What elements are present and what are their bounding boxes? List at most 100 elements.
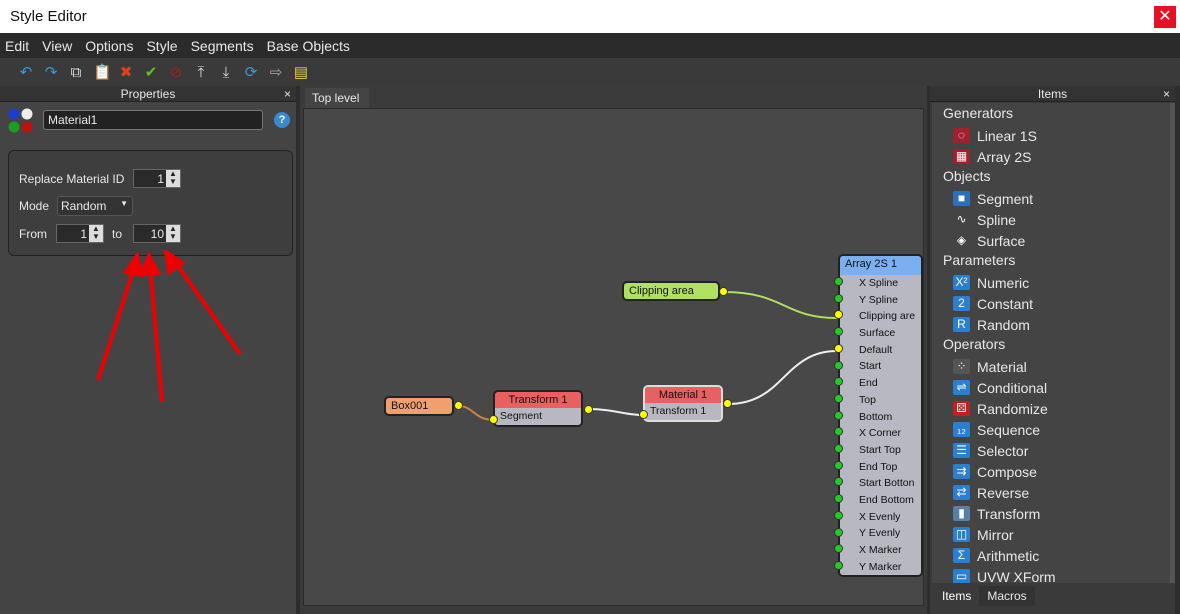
toolbar-button-4-icon[interactable]: ✖: [119, 64, 133, 81]
item-surface[interactable]: ◈Surface: [932, 229, 1170, 250]
input-label: Y Evenly: [859, 527, 901, 540]
input-port[interactable]: [834, 293, 843, 303]
toolbar-button-1-icon[interactable]: ↷: [44, 64, 58, 81]
menu-options[interactable]: Options: [85, 38, 134, 54]
toolbar-button-0-icon[interactable]: ↶: [19, 64, 33, 81]
menu-edit[interactable]: Edit: [5, 38, 30, 54]
menu-base-objects[interactable]: Base Objects: [266, 38, 350, 54]
spinner-arrows-icon[interactable]: ▲▼: [89, 225, 103, 242]
replace-material-id-value: 1: [157, 172, 164, 186]
category-parameters[interactable]: Parameters: [943, 252, 1016, 268]
help-icon[interactable]: ?: [274, 112, 290, 128]
spinner-arrows-icon[interactable]: ▲▼: [166, 225, 180, 242]
input-port[interactable]: [834, 460, 843, 470]
wire: [587, 408, 644, 416]
name-input[interactable]: Material1: [43, 110, 263, 130]
category-generators[interactable]: Generators: [943, 105, 1014, 121]
toolbar-button-7-icon[interactable]: ⤒: [197, 63, 205, 81]
node-input: Segment: [495, 408, 581, 425]
output-port[interactable]: [584, 405, 593, 414]
close-icon[interactable]: ×: [1162, 87, 1170, 101]
item-array-2s[interactable]: ▦Array 2S: [932, 145, 1170, 166]
toolbar-button-5-icon[interactable]: ✔: [144, 64, 158, 81]
input-port[interactable]: [834, 310, 843, 320]
tab-items[interactable]: Items: [934, 586, 980, 606]
numeric-icon: X²: [953, 275, 970, 290]
output-port[interactable]: [454, 401, 463, 410]
input-port[interactable]: [834, 377, 843, 387]
item-linear-1s[interactable]: ◌Linear 1S: [932, 124, 1170, 145]
menu-segments[interactable]: Segments: [190, 38, 254, 54]
input-port[interactable]: [834, 277, 843, 286]
input-port[interactable]: [834, 427, 843, 437]
category-operators[interactable]: Operators: [943, 336, 1006, 352]
toolbar-button-9-icon[interactable]: ⟳: [244, 64, 258, 81]
items-tree: Generators ◌Linear 1S▦Array 2S Objects ■Seg…: [932, 103, 1170, 583]
input-port[interactable]: [834, 343, 843, 353]
mirror-icon: ◫: [953, 527, 970, 542]
wire: [723, 291, 838, 319]
input-port[interactable]: [834, 327, 843, 337]
menu-style[interactable]: Style: [146, 38, 178, 54]
transform-icon: ▮: [953, 506, 970, 521]
category-objects[interactable]: Objects: [943, 168, 991, 184]
item-compose[interactable]: ⇉Compose: [932, 460, 1170, 481]
menu-view[interactable]: View: [42, 38, 73, 54]
item-selector[interactable]: ☰Selector: [932, 439, 1170, 460]
node-clipping-area[interactable]: Clipping area: [622, 281, 720, 301]
input-port[interactable]: [834, 510, 843, 520]
linear-icon: ◌: [953, 128, 970, 143]
input-port[interactable]: [834, 360, 843, 370]
node-box001[interactable]: Box001: [384, 396, 454, 416]
input-port[interactable]: [834, 410, 843, 420]
input-port[interactable]: [489, 415, 498, 424]
input-port[interactable]: [834, 527, 843, 537]
from-spinner[interactable]: 1▲▼: [56, 224, 104, 243]
input-port[interactable]: [639, 410, 648, 419]
replace-material-id-label: Replace Material ID: [19, 172, 125, 186]
input-port[interactable]: [834, 544, 843, 554]
scrollbar[interactable]: [1170, 103, 1175, 583]
toolbar-button-3-icon[interactable]: 📋: [93, 64, 112, 81]
item-reverse[interactable]: ⇄Reverse: [932, 481, 1170, 502]
item-transform[interactable]: ▮Transform: [932, 502, 1170, 523]
grid-icon: ▦: [953, 149, 970, 164]
input-port[interactable]: [834, 560, 843, 570]
input-port[interactable]: [834, 444, 843, 453]
item-material[interactable]: ⁘Material: [932, 355, 1170, 376]
toolbar-button-8-icon[interactable]: ⤓: [222, 63, 230, 81]
item-mirror[interactable]: ◫Mirror: [932, 523, 1170, 544]
toolbar-button-11-icon[interactable]: ▤: [293, 64, 309, 81]
to-spinner[interactable]: 10▲▼: [133, 224, 181, 243]
replace-material-id-spinner[interactable]: 1▲▼: [133, 169, 181, 188]
item-segment[interactable]: ■Segment: [932, 187, 1170, 208]
item-randomize[interactable]: ⚄Randomize: [932, 397, 1170, 418]
close-icon[interactable]: ×: [283, 87, 291, 101]
input-port[interactable]: [834, 477, 843, 487]
input-port[interactable]: [834, 393, 843, 403]
input-port[interactable]: [834, 494, 843, 504]
mode-dropdown[interactable]: Random▼: [57, 196, 133, 216]
output-port[interactable]: [723, 399, 732, 408]
close-window-button[interactable]: ✕: [1154, 6, 1176, 28]
toolbar-button-10-icon[interactable]: ⇨: [269, 64, 283, 81]
item-uvw-xform[interactable]: ▭UVW XForm: [932, 565, 1170, 583]
spinner-arrows-icon[interactable]: ▲▼: [166, 170, 180, 187]
item-conditional[interactable]: ⇌Conditional: [932, 376, 1170, 397]
tab-macros[interactable]: Macros: [979, 586, 1035, 606]
item-label: Conditional: [977, 379, 1048, 396]
item-spline[interactable]: ∿Spline: [932, 208, 1170, 229]
toolbar-button-6-icon[interactable]: ⊘: [169, 64, 183, 81]
toolbar-button-2-icon[interactable]: ⧉: [70, 63, 82, 81]
tab-top-level[interactable]: Top level: [305, 88, 369, 108]
output-port[interactable]: [719, 287, 728, 296]
